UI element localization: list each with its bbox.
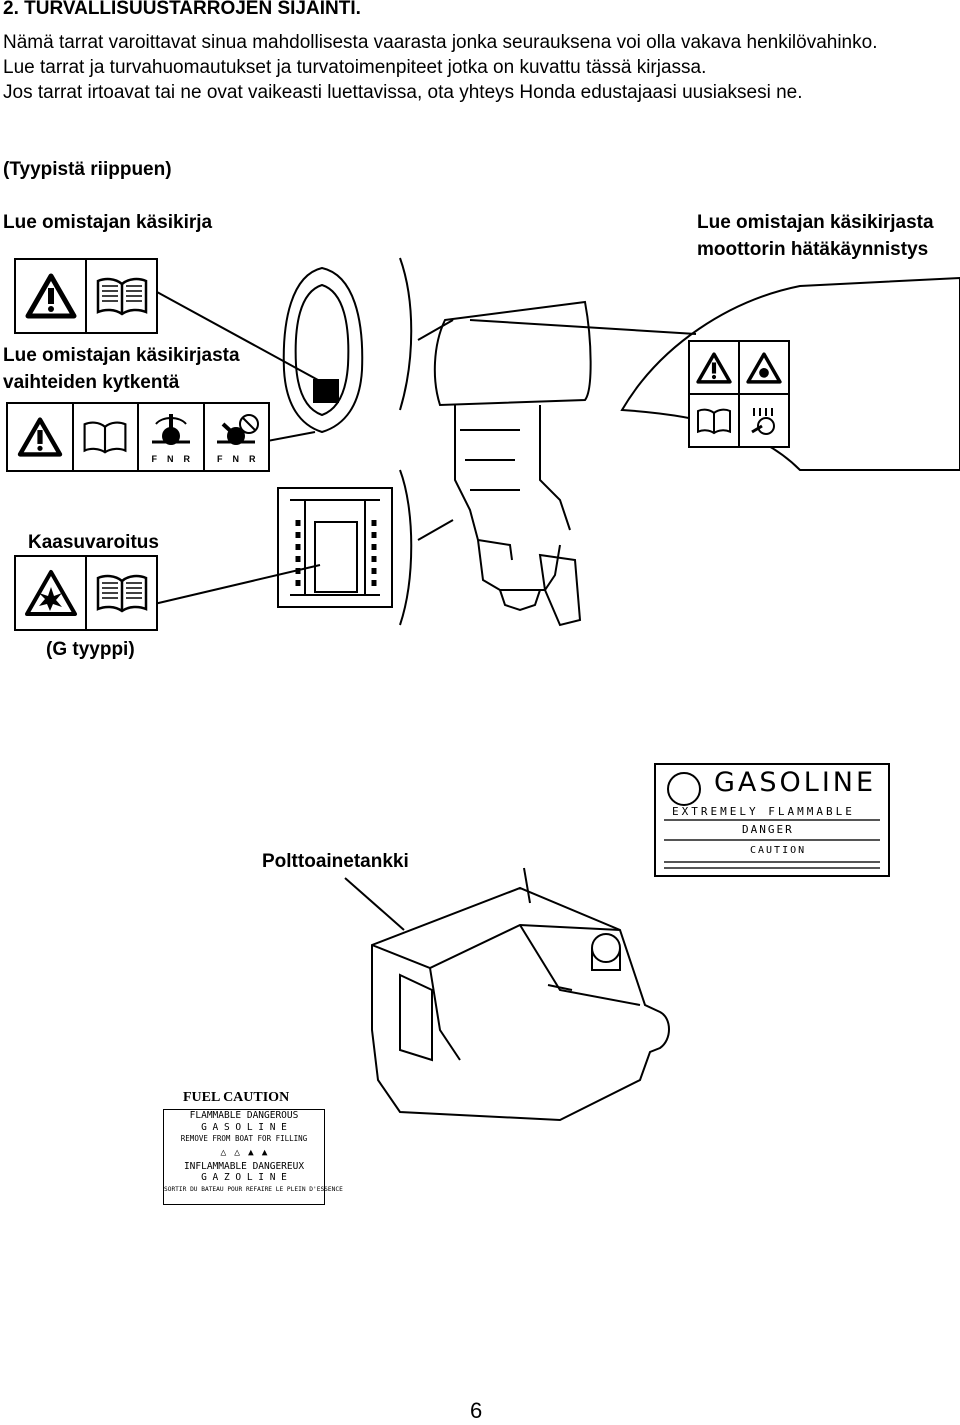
- shift-letter: F: [151, 454, 158, 464]
- gasoline-line2: DANGER: [742, 823, 794, 836]
- cowl-top-outline: [282, 266, 364, 434]
- label-emergency-start-line2: moottorin hätäkäynnistys: [697, 239, 929, 260]
- page-number: 6: [470, 1398, 483, 1423]
- warning-triangle-icon: [16, 260, 87, 332]
- warning-triangle-icon: ▲: [248, 1146, 254, 1158]
- gear-lever-icon: F N R: [139, 404, 205, 470]
- decal-gas-warning: [14, 555, 158, 631]
- emergency-start-panel: [620, 276, 960, 471]
- shift-letter: N: [167, 454, 174, 464]
- shift-letter: F: [217, 454, 223, 464]
- warning-circle-icon: [667, 772, 701, 806]
- warning-triangle-icon: [690, 342, 740, 393]
- fuel-caution-line: INFLAMMABLE DANGEREUX: [183, 1160, 305, 1172]
- warning-triangle-icon: △: [220, 1146, 227, 1158]
- open-book-icon: [690, 395, 740, 446]
- gasoline-line3: CAUTION: [750, 845, 807, 856]
- decal-position-marker: [313, 379, 339, 403]
- gasoline-line1: EXTREMELY FLAMMABLE: [672, 805, 855, 818]
- fuel-tank-body: [371, 886, 670, 1122]
- label-gas-warning: Kaasuvaroitus: [28, 532, 159, 553]
- shift-letter: R: [249, 454, 256, 464]
- label-owner-manual: Lue omistajan käsikirja: [3, 212, 213, 233]
- decal-emergency-start: [688, 340, 790, 448]
- engine-cowl: [433, 300, 592, 407]
- engine-leg: [454, 405, 571, 591]
- leader-line: [156, 291, 319, 381]
- label-gear-shift-line2: vaihteiden kytkentä: [3, 372, 180, 393]
- intro-line: Nämä tarrat varoittavat sinua mahdollise…: [3, 32, 878, 53]
- fuel-caution-line: FLAMMABLE DANGEROUS: [189, 1110, 299, 1121]
- warning-triangle-icon: [8, 404, 74, 470]
- leader-line: [523, 867, 531, 904]
- decal-gear-shift: F N R F N R: [6, 402, 270, 472]
- label-gear-shift-line1: Lue omistajan käsikirjasta: [3, 345, 240, 366]
- gasoline-title: GASOLINE: [714, 767, 877, 798]
- fuel-caution-line: G A Z O L I N E: [201, 1172, 287, 1183]
- open-book-icon: [87, 260, 156, 332]
- page-heading: 2. TURVALLISUUSTARROJEN SIJAINTI.: [3, 0, 361, 19]
- label-emergency-start-line1: Lue omistajan käsikirjasta: [697, 212, 934, 233]
- intro-line: Lue tarrat ja turvahuomautukset ja turva…: [3, 57, 707, 78]
- fuel-caution-line: REMOVE FROM BOAT FOR FILLING: [180, 1134, 308, 1143]
- intro-paragraph: Nämä tarrat varoittavat sinua mahdollise…: [3, 30, 958, 105]
- warning-triangle-icon: ▲: [261, 1146, 268, 1158]
- fuel-caution-decal: FLAMMABLE DANGEROUS G A S O L I N E REMO…: [163, 1109, 343, 1205]
- type-note: (Tyypistä riippuen): [3, 159, 172, 180]
- label-fuel-tank: Polttoainetankki: [262, 851, 409, 872]
- decal-owner-manual: [14, 258, 158, 334]
- transom-bracket: [277, 487, 393, 608]
- fuel-caution-line: SORTIR DU BATEAU POUR REFAIRE LE PLEIN D…: [164, 1185, 343, 1193]
- fuel-cap: [591, 933, 621, 963]
- leader-line: [344, 877, 405, 931]
- open-book-icon: [87, 557, 156, 629]
- gear-lever-icon: F N R: [205, 404, 269, 470]
- fuel-caution-line: G A S O L I N E: [201, 1121, 287, 1133]
- open-book-icon: [74, 404, 139, 470]
- leader-line: [149, 564, 321, 606]
- shift-letter: R: [183, 454, 191, 464]
- propeller: [538, 553, 582, 627]
- warning-triangle-icon: △: [234, 1146, 240, 1158]
- label-g-type: (G tyyppi): [46, 639, 135, 660]
- explosion-icon: [16, 557, 87, 629]
- fuel-caution-title: FUEL CAUTION: [183, 1090, 290, 1105]
- intro-line: Jos tarrat irtoavat tai ne ovat vaikeast…: [3, 82, 803, 103]
- emergency-start-icon: [740, 342, 788, 393]
- gasoline-decal: GASOLINE EXTREMELY FLAMMABLE DANGER CAUT…: [654, 763, 890, 877]
- fuel-caution-icons: △ △ ▲ ▲: [164, 1145, 324, 1161]
- shift-letter: N: [232, 454, 240, 464]
- leader-line: [469, 319, 697, 335]
- emergency-start-icon: [740, 395, 788, 446]
